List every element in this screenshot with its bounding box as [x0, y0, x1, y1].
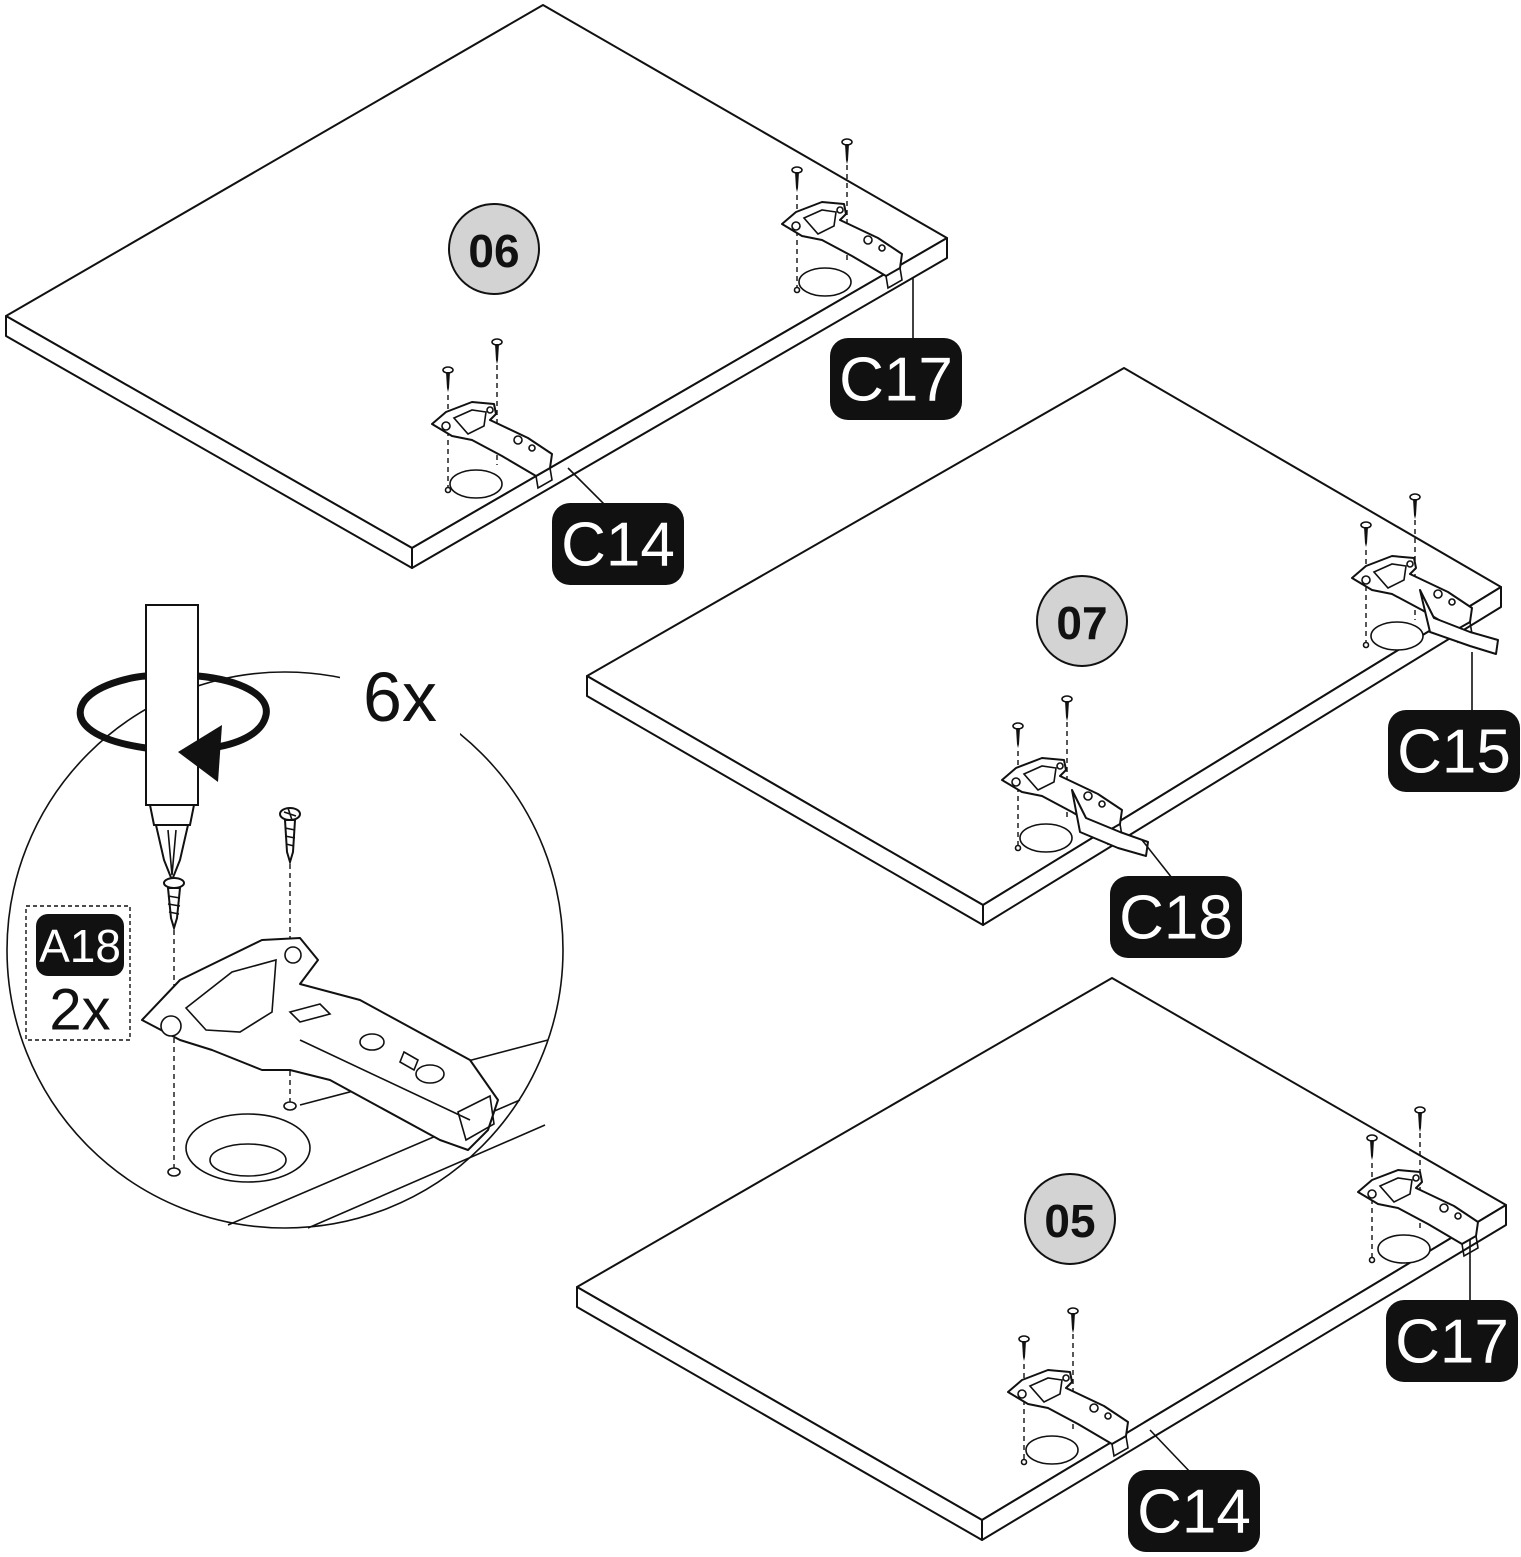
- svg-text:C14: C14: [1137, 1478, 1251, 1547]
- svg-text:06: 06: [468, 225, 519, 277]
- screw-count: 2x: [49, 978, 110, 1043]
- svg-text:07: 07: [1056, 597, 1107, 649]
- svg-text:C18: C18: [1119, 884, 1233, 953]
- detail-count-label: 6x: [363, 658, 437, 736]
- step-number-07: 07: [1036, 575, 1128, 667]
- step-number-06: 06: [448, 203, 540, 295]
- hinge-05-left: [1007, 1307, 1129, 1466]
- hinge-07-right: [1351, 493, 1499, 655]
- svg-text:C14: C14: [561, 511, 675, 580]
- hinge-detail: [141, 937, 499, 1151]
- panel-07: 07 C15 C18: [586, 367, 1520, 958]
- part-badge-c14-bottom: C14: [1128, 1470, 1260, 1552]
- panel-06: 06 C17 C14: [5, 4, 962, 585]
- step-number-05: 05: [1024, 1173, 1116, 1265]
- panel-05: 05 C17 C14: [576, 977, 1518, 1552]
- part-badge-c18: C18: [1110, 876, 1242, 958]
- detail-view: 6x: [6, 604, 564, 1229]
- part-badge-c14-top: C14: [552, 503, 684, 585]
- screwdriver-icon: [145, 604, 199, 883]
- hinge-07-left: [1001, 695, 1149, 857]
- hinge-06-left: [431, 338, 553, 499]
- rotate-arrow-icon: [76, 672, 270, 782]
- svg-text:C17: C17: [839, 346, 953, 415]
- screw-icon-2: [279, 807, 301, 866]
- part-badge-c15: C15: [1388, 710, 1520, 792]
- hinge-05-right: [1357, 1106, 1479, 1264]
- screw-label-box: A18 2x: [25, 905, 131, 1043]
- part-badge-c17-bottom: C17: [1386, 1300, 1518, 1382]
- screw-code: A18: [39, 920, 121, 972]
- part-badge-c17-top: C17: [830, 338, 962, 420]
- svg-text:C17: C17: [1395, 1308, 1509, 1377]
- screw-icon: [163, 877, 185, 932]
- svg-text:C15: C15: [1397, 718, 1511, 787]
- svg-text:05: 05: [1044, 1195, 1095, 1247]
- hinge-06-right: [781, 138, 903, 297]
